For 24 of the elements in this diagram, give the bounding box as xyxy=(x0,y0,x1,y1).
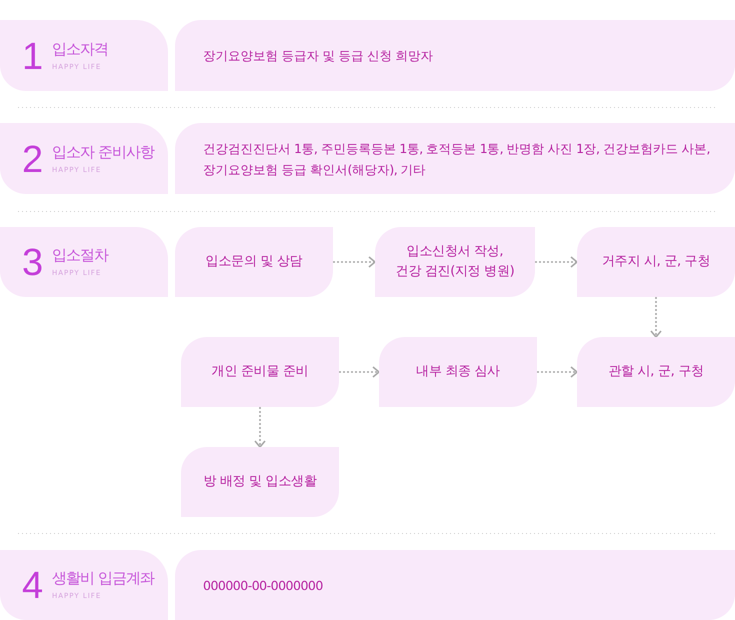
section-heading: 입소자격 xyxy=(52,40,108,58)
step-box: 관할 시, 군, 구청 xyxy=(577,337,735,407)
step-number: 3 xyxy=(22,244,44,282)
info-box: 장기요양보험 등급자 및 등급 신청 희망자 xyxy=(175,20,735,91)
step-box: 입소문의 및 상담 xyxy=(175,227,333,297)
step-number: 2 xyxy=(22,140,44,178)
step-box: 거주지 시, 군, 구청 xyxy=(577,227,735,297)
info-box: 건강검진진단서 1통, 주민등록등본 1통, 호적등본 1통, 반명함 사진 1장, 건강보험카드 사본, 장기요양보험 등급 확인서(해당자), 기타 xyxy=(175,123,735,194)
step-box: 방 배정 및 입소생활 xyxy=(181,447,339,517)
arrow xyxy=(535,256,578,268)
section-heading: 입소절차 xyxy=(52,246,108,264)
info-box: 000000-00-0000000 xyxy=(175,550,735,620)
arrow xyxy=(254,407,266,448)
arrow xyxy=(339,366,380,378)
step-number: 4 xyxy=(22,567,44,605)
step-box: 입소신청서 작성, 건강 검진(지정 병원) xyxy=(375,227,535,297)
arrow xyxy=(333,256,376,268)
arrow xyxy=(650,297,662,338)
section-heading: 생활비 입금계좌 xyxy=(52,569,154,587)
section-heading: 입소자 준비사항 xyxy=(52,142,154,160)
step-number: 1 xyxy=(22,38,44,76)
arrow xyxy=(537,366,578,378)
step-box: 개인 준비물 준비 xyxy=(181,337,339,407)
step-box: 내부 최종 심사 xyxy=(379,337,537,407)
